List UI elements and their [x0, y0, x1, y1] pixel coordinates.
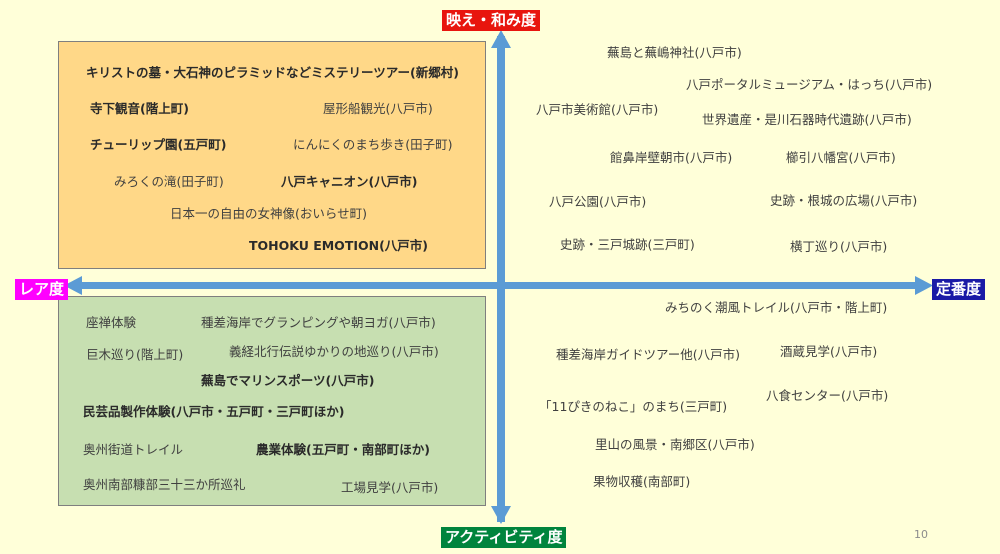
quadrant-bottom-left [58, 296, 486, 506]
bottom-left-item: 蕪島でマリンスポーツ(八戸市) [201, 373, 375, 388]
bottom-left-item: 巨木巡り(階上町) [86, 347, 184, 362]
top-right-item: 八戸公園(八戸市) [549, 194, 647, 209]
vertical-axis-line [497, 36, 505, 522]
bottom-left-item: 工場見学(八戸市) [341, 480, 439, 495]
top-left-item: チューリップ園(五戸町) [90, 137, 227, 152]
top-left-item: みろくの滝(田子町) [114, 174, 224, 189]
bottom-left-item: 座禅体験 [86, 315, 137, 330]
vertical-axis-arrow-up [491, 30, 511, 48]
bottom-left-item: 奥州南部糠部三十三か所巡礼 [83, 477, 246, 492]
axis-label-top: 映え・和み度 [442, 10, 541, 31]
top-left-item: 八戸キャニオン(八戸市) [281, 174, 418, 189]
bottom-right-item: みちのく潮風トレイル(八戸市・階上町) [665, 300, 888, 315]
top-right-item: 世界遺産・是川石器時代遺跡(八戸市) [702, 112, 912, 127]
bottom-left-item: 義経北行伝説ゆかりの地巡り(八戸市) [229, 344, 439, 359]
bottom-right-item: 酒蔵見学(八戸市) [780, 344, 878, 359]
horizontal-axis-line [74, 282, 926, 289]
axis-label-left: レア度 [15, 279, 69, 300]
bottom-right-item: 八食センター(八戸市) [766, 388, 889, 403]
bottom-right-item: 「11ぴきのねこ」のまち(三戸町) [539, 399, 728, 414]
page-number: 10 [914, 528, 928, 541]
top-right-item: 八戸市美術館(八戸市) [536, 102, 659, 117]
horizontal-axis-arrow-right [915, 276, 933, 295]
top-left-item: にんにくのまち歩き(田子町) [293, 137, 453, 152]
vertical-axis-arrow-down [491, 506, 511, 524]
bottom-right-item: 果物収穫(南部町) [593, 474, 691, 489]
horizontal-axis-arrow-left [64, 276, 82, 295]
bottom-right-item: 里山の風景・南郷区(八戸市) [595, 437, 755, 452]
top-right-item: 館鼻岸壁朝市(八戸市) [610, 150, 733, 165]
top-left-item: 屋形船観光(八戸市) [323, 101, 433, 116]
top-left-item: 寺下観音(階上町) [90, 101, 189, 116]
bottom-left-item: 奥州街道トレイル [83, 442, 184, 457]
bottom-left-item: 民芸品製作体験(八戸市・五戸町・三戸町ほか) [83, 404, 345, 419]
top-right-item: 史跡・根城の広場(八戸市) [770, 193, 918, 208]
top-right-item: 八戸ポータルミュージアム・はっち(八戸市) [686, 77, 933, 92]
bottom-left-item: 種差海岸でグランピングや朝ヨガ(八戸市) [201, 315, 436, 330]
top-right-item: 横丁巡り(八戸市) [790, 239, 888, 254]
top-left-item: 日本一の自由の女神像(おいらせ町) [170, 206, 368, 221]
top-right-item: 史跡・三戸城跡(三戸町) [560, 237, 695, 252]
axis-label-bottom: アクティビティ度 [441, 527, 567, 548]
quadrant-top-left [58, 41, 486, 269]
axis-label-right: 定番度 [932, 279, 986, 300]
bottom-left-item: 農業体験(五戸町・南部町ほか) [256, 442, 430, 457]
top-left-item: キリストの墓・大石神のピラミッドなどミステリーツアー(新郷村) [86, 65, 459, 80]
top-right-item: 櫛引八幡宮(八戸市) [786, 150, 896, 165]
bottom-right-item: 種差海岸ガイドツアー他(八戸市) [556, 347, 741, 362]
top-right-item: 蕪島と蕪嶋神社(八戸市) [607, 45, 742, 60]
top-left-item: TOHOKU EMOTION(八戸市) [249, 238, 429, 253]
